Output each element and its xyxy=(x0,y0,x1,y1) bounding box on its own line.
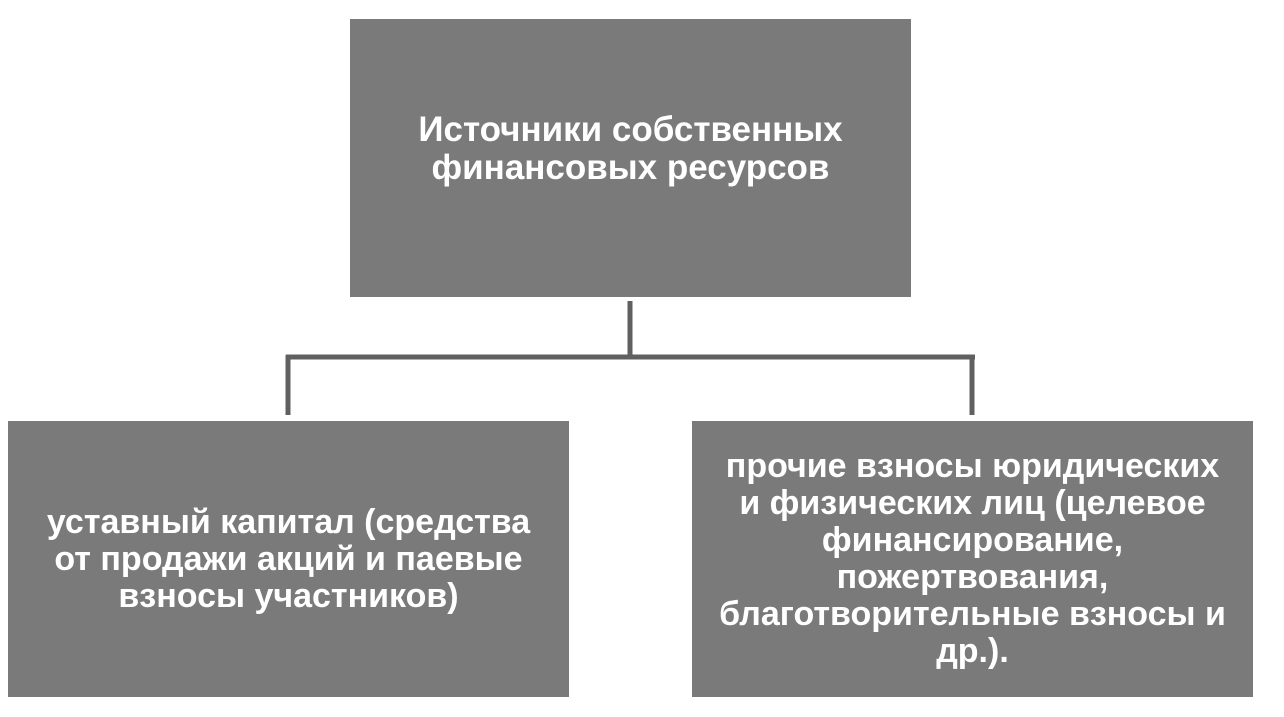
root-node: Источники собственных финансовых ресурсо… xyxy=(350,19,911,297)
child-node-charter-capital-label: уставный капитал (средства от продажи ак… xyxy=(46,502,531,615)
child-node-charter-capital: уставный капитал (средства от продажи ак… xyxy=(8,421,569,697)
root-node-label: Источники собственных финансовых ресурсо… xyxy=(418,110,843,187)
child-node-other-contributions-label: прочие взносы юридических и физических л… xyxy=(719,447,1226,670)
child-node-other-contributions: прочие взносы юридических и физических л… xyxy=(692,421,1253,697)
